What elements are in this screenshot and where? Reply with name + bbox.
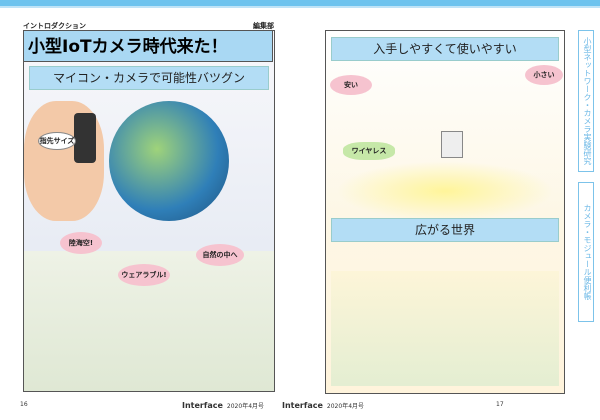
label-land-sea-air: 陸海空!: [60, 232, 102, 254]
issue-label: 2020年4月号: [226, 403, 265, 410]
heading-easy-to-use: 入手しやすくて使いやすい: [331, 37, 559, 61]
label-wearable: ウェアラブル!: [118, 264, 170, 286]
globe-illustration: [109, 101, 229, 221]
top-band: [0, 0, 600, 8]
page-title: 小型IoTカメラ時代来た！: [23, 30, 273, 62]
label-fingertip-size: 指先サイズ: [38, 132, 76, 150]
side-tab-camera-module[interactable]: カメラ・モジュール便利帳: [578, 182, 594, 322]
camera-device-illustration: [74, 113, 96, 163]
section-label: イントロダクション: [23, 22, 86, 30]
page-number-right: 17: [496, 401, 504, 408]
world-scene-illustration: [331, 271, 559, 386]
label-wireless: ワイヤレス: [343, 142, 395, 160]
label-cheap: 安い: [330, 75, 372, 95]
brand-logo: Interface: [282, 401, 323, 410]
label-small: 小さい: [525, 65, 563, 85]
side-tab-network-camera[interactable]: 小型ネットワーク・カメラ実験研究: [578, 30, 594, 172]
author-label: 編集部: [253, 22, 274, 30]
heading-expanding-world: 広がる世界: [331, 218, 559, 242]
wireless-hub-illustration: [441, 131, 463, 158]
label-nature: 自然の中へ: [196, 244, 244, 266]
right-illustration: [325, 30, 565, 394]
page-number-left: 16: [20, 401, 28, 408]
brand-logo: Interface: [182, 401, 223, 410]
page-subtitle: マイコン・カメラで可能性バツグン: [29, 66, 269, 90]
issue-label: 2020年4月号: [326, 403, 365, 410]
camera-burst-illustration: [336, 161, 554, 221]
